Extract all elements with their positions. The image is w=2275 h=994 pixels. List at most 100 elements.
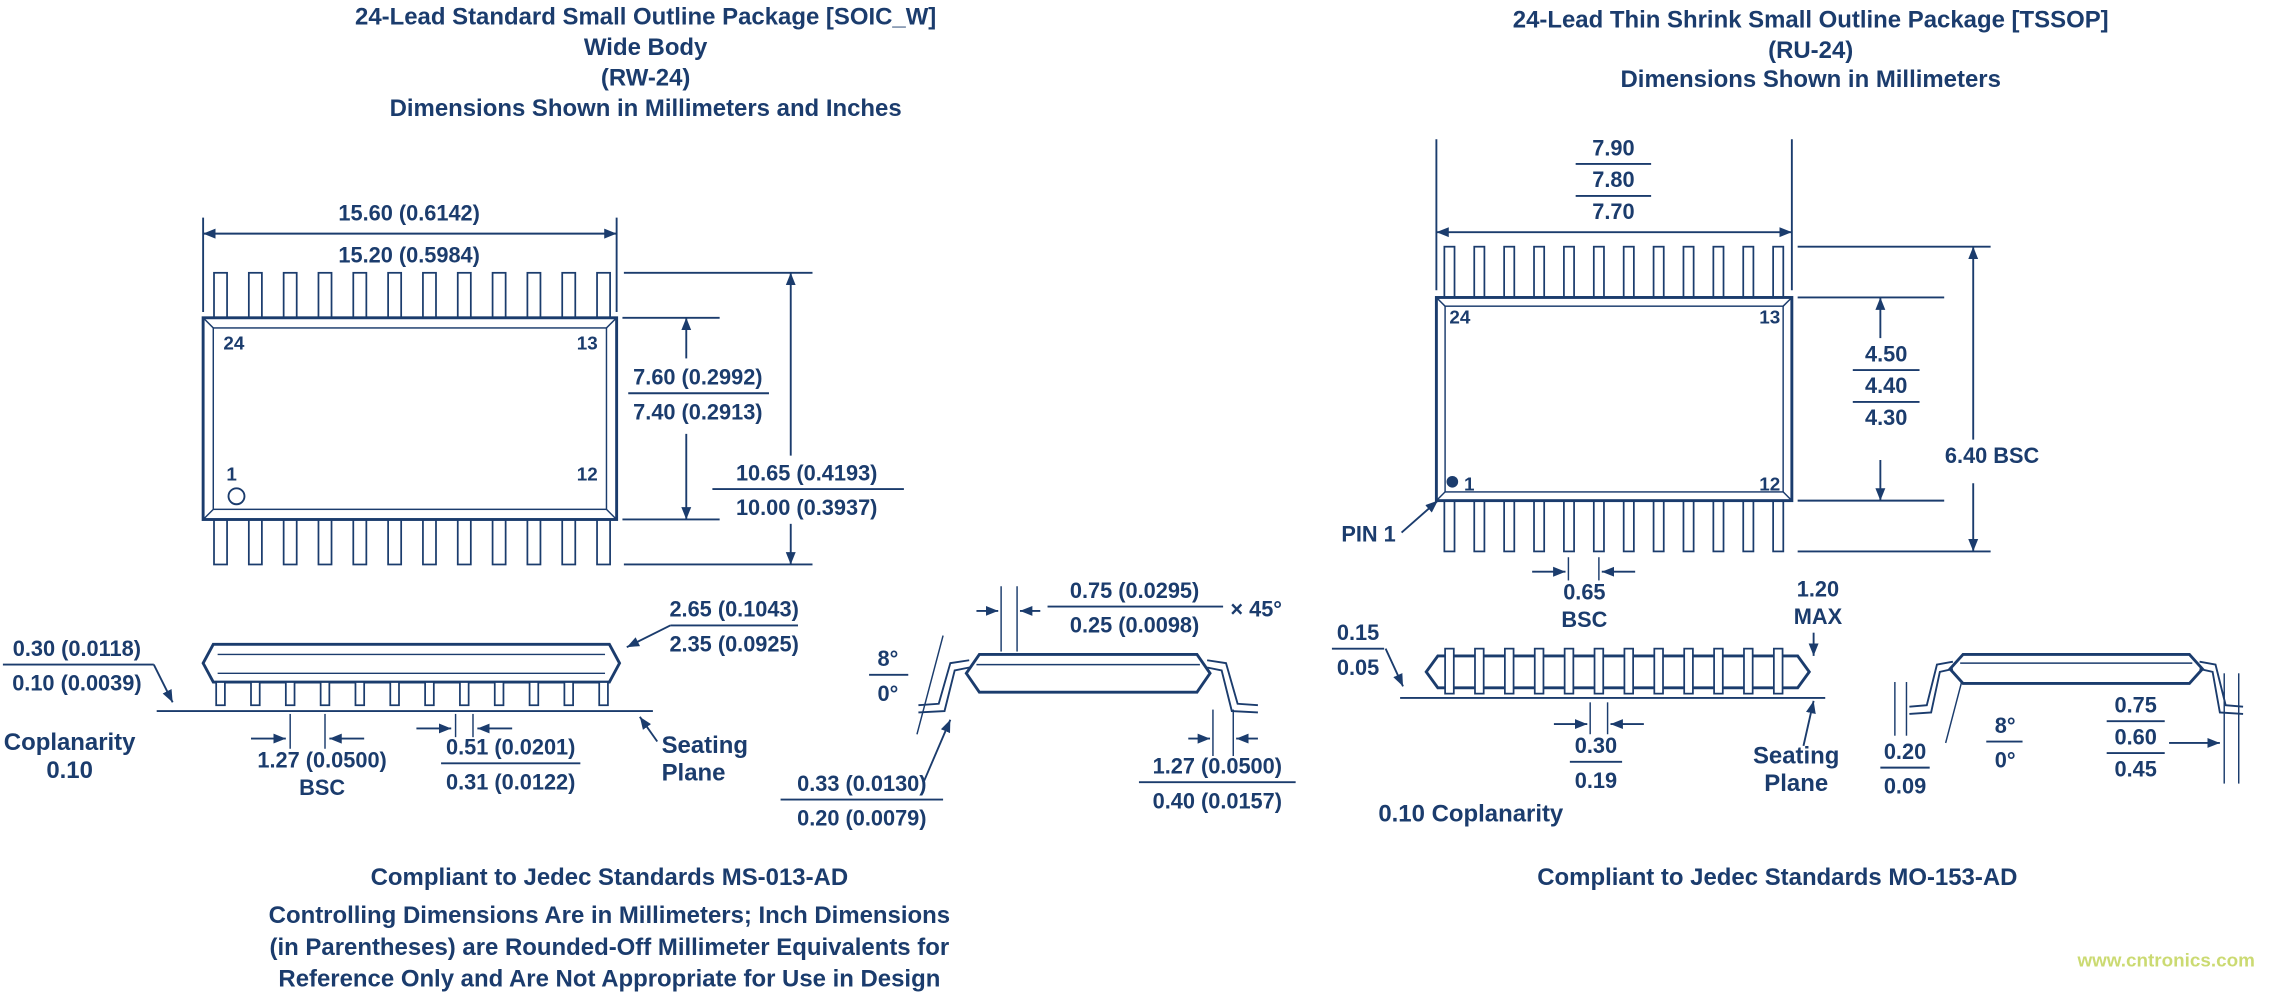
right-lead-outline — [2199, 660, 2244, 708]
tssop-pin1-callout-label: PIN 1 — [1341, 521, 1395, 546]
tssop-body-nom: 4.40 — [1865, 373, 1907, 398]
soic-dim-package-width: 15.60 (0.6142) 15.20 (0.5984) — [202, 201, 618, 312]
tssop-pin13-label: 13 — [1759, 307, 1780, 328]
tssop-title-line3: Dimensions Shown in Millimeters — [1621, 66, 2001, 93]
tssop-dim-max-height: 1.20 MAX — [1794, 576, 1843, 656]
lead — [1443, 245, 1456, 299]
soic-footer-line3: (in Parentheses) are Rounded-Off Millime… — [270, 934, 950, 961]
lead — [598, 681, 609, 707]
lead — [424, 681, 435, 707]
lead — [1503, 647, 1515, 695]
pin1-indicator-dot — [1446, 475, 1459, 488]
tssop-lead-thickness-min: 0.09 — [1884, 774, 1926, 799]
lead — [1503, 245, 1516, 299]
tssop-dim-foot-length: 0.75 0.60 0.45 — [2106, 673, 2240, 784]
soic-dim-lead-thickness: 0.33 (0.0130) 0.20 (0.0079) — [780, 719, 952, 831]
lead — [1742, 245, 1755, 299]
soic-coplanarity-value: 0.10 — [46, 757, 93, 784]
lead — [247, 271, 263, 319]
package-body-inner-outline — [212, 327, 608, 511]
leader-arrow — [1384, 648, 1404, 687]
package-body-inner-outline — [1444, 305, 1784, 493]
lead — [1772, 499, 1785, 553]
soic-dim-chamfer: 0.75 (0.0295) 0.25 (0.0098) × 45° — [976, 578, 1282, 652]
soic-seating-word1: Seating — [662, 732, 748, 759]
soic-standoff-max: 0.30 (0.0118) — [13, 636, 141, 661]
soic-top-leads-top — [213, 271, 611, 319]
lead-angle-reference-line — [1944, 681, 1963, 744]
soic-lead-angle-min: 0° — [878, 681, 899, 706]
tssop-width-min: 7.70 — [1592, 199, 1634, 224]
lead — [284, 681, 296, 707]
tssop-side-view — [1400, 647, 1826, 699]
lead — [1503, 499, 1516, 553]
lead — [459, 681, 470, 707]
leader-arrow — [1802, 700, 1816, 747]
soic-foot-min: 0.40 (0.0157) — [1153, 788, 1282, 813]
tssop-title: 24-Lead Thin Shrink Small Outline Packag… — [1513, 7, 2109, 93]
lead — [1713, 647, 1724, 695]
soic-coplanarity: Coplanarity 0.10 — [4, 729, 136, 784]
soic-pin24-label: 24 — [223, 333, 244, 354]
right-lead-outline — [1206, 659, 1258, 707]
soic-pitch-unit: BSC — [299, 775, 345, 800]
lead — [387, 271, 403, 319]
tssop-dim-lead-span: 6.40 BSC — [1797, 245, 2040, 553]
lead — [596, 271, 611, 319]
tssop-footer-line1: Compliant to Jedec Standards MO-153-AD — [1537, 864, 2017, 891]
tssop-coplanarity: 0.10 Coplanarity — [1378, 800, 1564, 827]
tssop-pitch-unit: BSC — [1561, 607, 1607, 632]
tssop-side-leads — [1444, 647, 1784, 695]
lead — [352, 271, 368, 319]
soic-chamfer-angle: × 45° — [1230, 597, 1282, 622]
corner-bevel — [1435, 296, 1446, 307]
soic-title-line4: Dimensions Shown in Millimeters and Inch… — [390, 95, 902, 122]
lead — [1443, 499, 1456, 553]
lead — [319, 681, 331, 707]
lead — [1474, 647, 1485, 695]
soic-dim-lead-pitch: 1.27 (0.0500) BSC — [251, 713, 387, 800]
soic-top-leads-bottom — [213, 518, 611, 566]
tssop-dim-body-height: 4.50 4.40 4.30 — [1797, 296, 1945, 502]
lead — [317, 518, 333, 566]
tssop-dim-package-width: 7.90 7.80 7.70 — [1435, 135, 1793, 291]
soic-footer-line2: Controlling Dimensions Are in Millimeter… — [269, 902, 950, 929]
lead — [596, 518, 611, 566]
soic-footer: Compliant to Jedec Standards MS-013-AD C… — [269, 864, 950, 993]
lead — [1683, 647, 1694, 695]
lead — [1533, 647, 1545, 695]
lead — [1533, 245, 1546, 299]
tssop-end-view — [1909, 652, 2244, 744]
lead — [1563, 647, 1575, 695]
lead — [491, 518, 507, 566]
lead — [561, 271, 577, 319]
leader-arrow — [626, 624, 671, 649]
tssop-drawing: 24-Lead Thin Shrink Small Outline Packag… — [1331, 7, 2244, 891]
tssop-lead-thickness-max: 0.20 — [1884, 739, 1926, 764]
soic-seating-word2: Plane — [662, 760, 726, 787]
soic-lead-width-max: 0.51 (0.0201) — [446, 735, 575, 760]
soic-dim-lead-width: 0.51 (0.0201) 0.31 (0.0122) — [416, 713, 581, 794]
soic-dim-standoff: 0.30 (0.0118) 0.10 (0.0039) — [2, 636, 174, 703]
lead — [1712, 499, 1725, 553]
lead — [1742, 499, 1755, 553]
lead — [1622, 245, 1635, 299]
soic-height-max: 2.65 (0.1043) — [669, 597, 798, 622]
lead — [1592, 245, 1605, 299]
lead — [1592, 499, 1605, 553]
tssop-foot-min: 0.45 — [2115, 756, 2157, 781]
lead — [456, 518, 472, 566]
lead — [247, 518, 263, 566]
left-lead-outline — [1909, 668, 1954, 715]
lead — [456, 271, 472, 319]
tssop-pin12-label: 12 — [1759, 473, 1780, 494]
lead — [1772, 245, 1785, 299]
lead — [352, 518, 368, 566]
tssop-title-line1: 24-Lead Thin Shrink Small Outline Packag… — [1513, 7, 2109, 34]
soic-coplanarity-label: Coplanarity — [4, 729, 136, 756]
lead — [1473, 245, 1486, 299]
corner-bevel — [605, 317, 618, 329]
soic-dim-foot-length: 1.27 (0.0500) 0.40 (0.0157) — [1138, 709, 1296, 813]
